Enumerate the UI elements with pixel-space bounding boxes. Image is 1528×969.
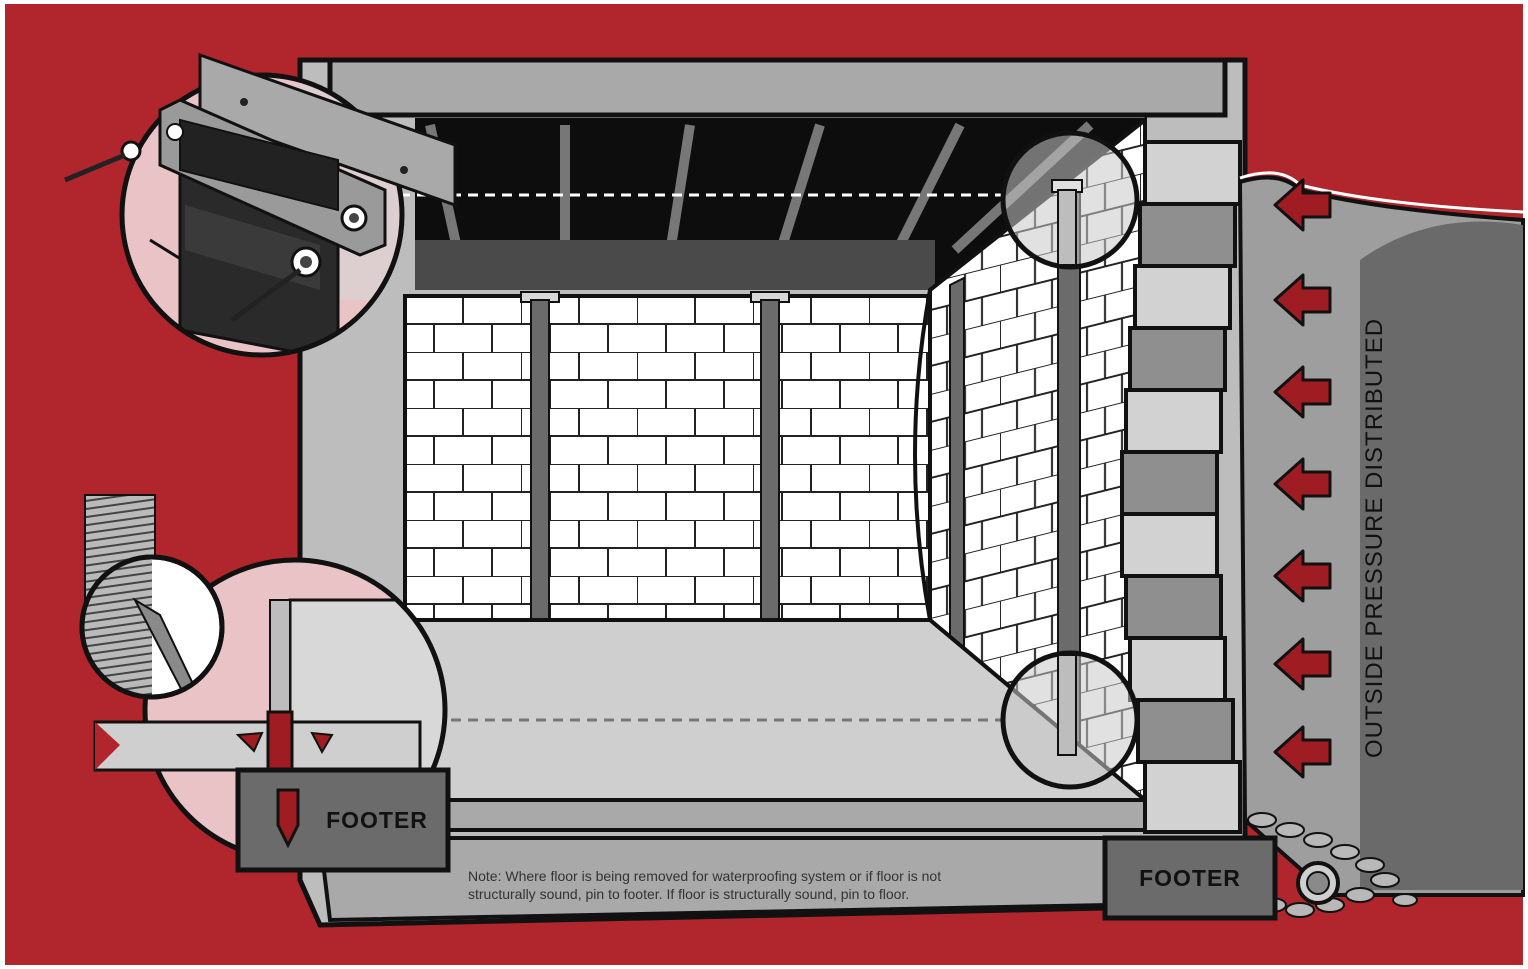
note-line-2: structurally sound, pin to footer. If fl…: [468, 886, 909, 902]
note-line-1: Note: Where floor is being removed for w…: [468, 868, 941, 884]
wall-beam-3: [950, 278, 964, 650]
rim-joist: [415, 240, 935, 290]
back-wall: [405, 296, 930, 620]
footer-right-label: FOOTER: [1139, 865, 1241, 891]
footer-left-label: FOOTER: [326, 807, 428, 833]
top-right-magnifier: [1003, 133, 1137, 267]
wall-beam-2: [761, 300, 779, 622]
top-beam: [330, 60, 1225, 115]
wall-beam-1: [531, 300, 549, 622]
outside-pressure-label: OUTSIDE PRESSURE DISTRIBUTED: [1361, 318, 1388, 758]
bottom-right-magnifier: [1003, 653, 1137, 787]
